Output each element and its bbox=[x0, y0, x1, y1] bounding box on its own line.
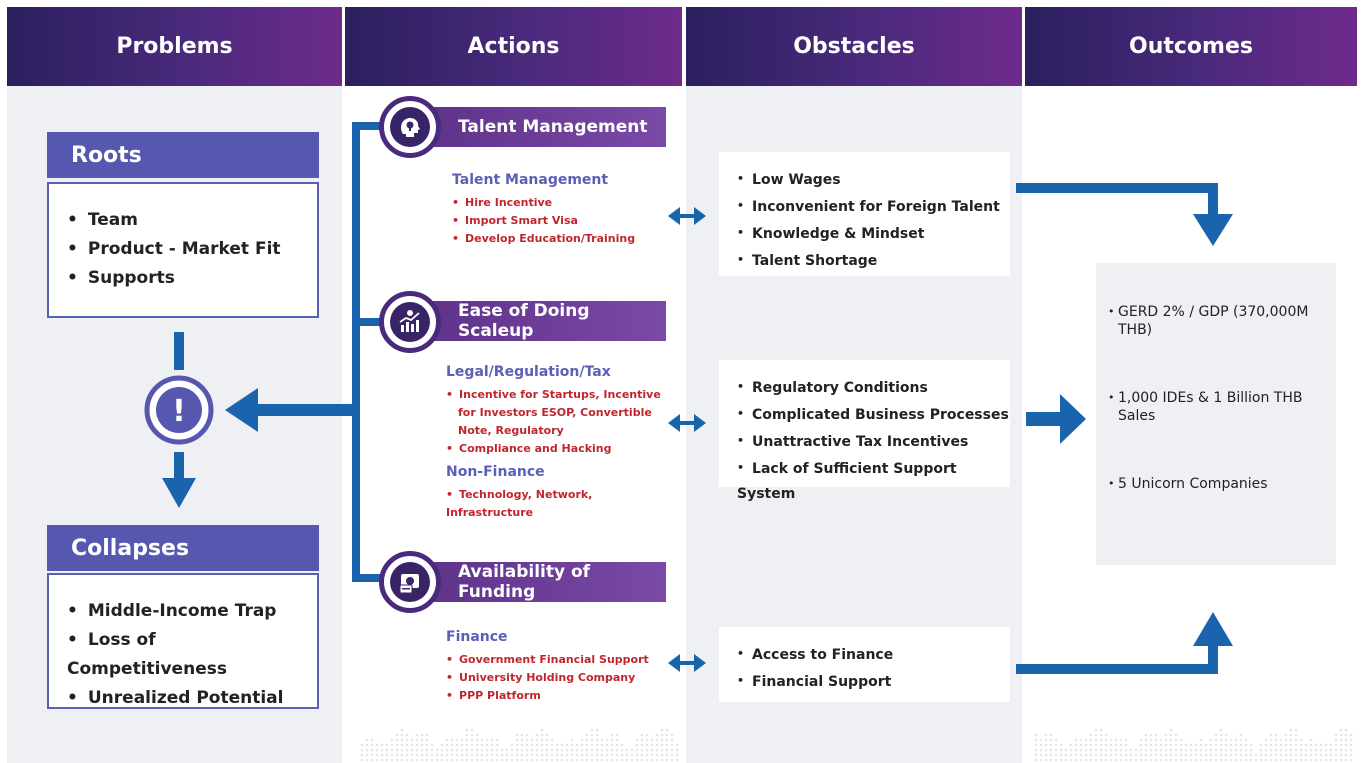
alert-icon: ! bbox=[144, 375, 214, 445]
header-problems: Problems bbox=[7, 7, 342, 86]
roots-item: Product - Market Fit bbox=[67, 235, 317, 264]
action-item: Develop Education/Training bbox=[452, 230, 672, 248]
obstacle-item: Unattractive Tax Incentives bbox=[737, 428, 1010, 455]
header-obstacles: Obstacles bbox=[686, 7, 1022, 86]
obstacle-item: Financial Support bbox=[737, 668, 1010, 695]
obstacle-item: Knowledge & Mindset bbox=[737, 220, 1010, 247]
action-group-heading: Finance bbox=[446, 629, 508, 645]
action-item: Technology, Network, Infrastructure bbox=[446, 486, 670, 522]
obstacle-item: Lack of Sufficient Support System bbox=[737, 455, 1010, 507]
collapses-box: Middle-Income Trap Loss of Competitivene… bbox=[47, 573, 319, 709]
obstacle-item: Complicated Business Processes bbox=[737, 401, 1010, 428]
outcome-item: 1,000 IDEs & 1 Billion THB Sales bbox=[1108, 389, 1336, 425]
action-item: Import Smart Visa bbox=[452, 212, 672, 230]
action-group-heading: Legal/Regulation/Tax bbox=[446, 364, 611, 380]
action-group-heading: Talent Management bbox=[452, 172, 609, 188]
outcome-item: GERD 2% / GDP (370,000M THB) bbox=[1108, 303, 1336, 339]
action-item: PPP Platform bbox=[446, 687, 670, 705]
collapses-item: Middle-Income Trap bbox=[67, 597, 317, 626]
obstacles-box-scaleup: Regulatory Conditions Complicated Busine… bbox=[719, 360, 1010, 502]
growth-chart-icon bbox=[390, 302, 430, 342]
elbow-down-arrow-icon bbox=[1016, 183, 1233, 246]
obstacle-item: Inconvenient for Foreign Talent bbox=[737, 193, 1010, 220]
roots-title: Roots bbox=[47, 132, 319, 178]
action-item: Hire Incentive bbox=[452, 194, 672, 212]
actions-bracket bbox=[352, 122, 384, 582]
action-item: Incentive for Startups, Incentive for In… bbox=[446, 386, 670, 440]
left-arrow-icon bbox=[225, 388, 360, 432]
action-details-funding: Finance Government Financial Support Uni… bbox=[446, 629, 670, 705]
funding-icon-circle bbox=[379, 551, 441, 613]
funding-card-icon bbox=[390, 562, 430, 602]
head-lightbulb-icon bbox=[390, 107, 430, 147]
talent-icon-circle bbox=[379, 96, 441, 158]
action-item: University Holding Company bbox=[446, 669, 670, 687]
alert-symbol: ! bbox=[172, 394, 186, 429]
collapses-item: Unrealized Potential bbox=[67, 684, 317, 713]
collapses-title: Collapses bbox=[47, 525, 319, 571]
header-actions: Actions bbox=[345, 7, 682, 86]
roots-item: Supports bbox=[67, 264, 317, 293]
action-group-heading: Non-Finance bbox=[446, 464, 545, 480]
scaleup-icon-circle bbox=[379, 291, 441, 353]
obstacle-item: Low Wages bbox=[737, 166, 1010, 193]
double-arrow-icon bbox=[668, 654, 706, 672]
action-details-talent: Talent Management Hire Incentive Import … bbox=[452, 172, 672, 248]
obstacle-item: Access to Finance bbox=[737, 641, 1010, 668]
down-arrow-icon bbox=[162, 452, 196, 508]
obstacle-item: Talent Shortage bbox=[737, 247, 1010, 274]
obstacles-box-funding: Access to Finance Financial Support bbox=[719, 627, 1010, 702]
obstacles-box-talent: Low Wages Inconvenient for Foreign Talen… bbox=[719, 152, 1010, 276]
double-arrow-icon bbox=[668, 207, 706, 225]
obstacle-item: Regulatory Conditions bbox=[737, 374, 1010, 401]
collapses-item: Loss of Competitiveness bbox=[67, 626, 317, 684]
double-arrow-icon bbox=[668, 414, 706, 432]
outcomes-box: GERD 2% / GDP (370,000M THB) 1,000 IDEs … bbox=[1096, 263, 1336, 565]
action-item: Government Financial Support bbox=[446, 651, 670, 669]
outcome-item: 5 Unicorn Companies bbox=[1108, 475, 1336, 493]
roots-connector bbox=[174, 332, 184, 370]
elbow-up-arrow-icon bbox=[1016, 612, 1233, 674]
roots-item: Team bbox=[67, 206, 317, 235]
roots-box: Team Product - Market Fit Supports bbox=[47, 182, 319, 318]
action-details-scaleup: Legal/Regulation/Tax Incentive for Start… bbox=[446, 364, 670, 522]
right-arrow-icon bbox=[1026, 394, 1086, 444]
action-item: Compliance and Hacking bbox=[446, 440, 670, 458]
header-outcomes: Outcomes bbox=[1025, 7, 1357, 86]
